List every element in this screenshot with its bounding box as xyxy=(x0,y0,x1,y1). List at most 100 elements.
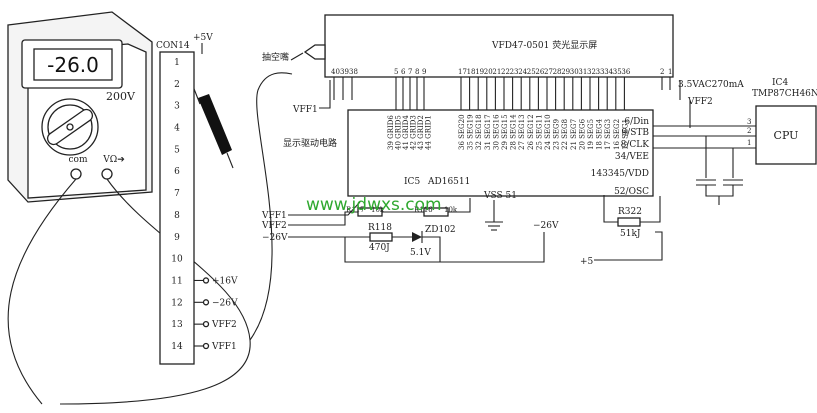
con14-name: CON14 xyxy=(156,41,190,51)
con14-pin-number: 9 xyxy=(174,233,180,243)
rail-neg26-label: −26V xyxy=(533,221,559,231)
ic5-seg-output: 18 SEG4 xyxy=(596,118,604,150)
con14-pin-number: 6 xyxy=(174,167,180,177)
con14-pin-label: VFF1 xyxy=(211,342,237,352)
com-label: com xyxy=(69,155,88,165)
con14-pin-label: VFF2 xyxy=(211,320,237,330)
ic5-body xyxy=(347,109,654,197)
com-lead xyxy=(7,178,77,405)
vfd-pin-number: 38 xyxy=(349,68,358,76)
ic5-seg-output: 36 SEG20 xyxy=(458,114,466,150)
con14-pin-number: 5 xyxy=(174,145,180,155)
cpu-body xyxy=(755,105,817,165)
vfd-seg-pin-number: 17 xyxy=(458,68,467,76)
v-ohm-label: VΩ➔ xyxy=(102,155,125,165)
ic5-seg-output: 25 SEG11 xyxy=(535,114,543,150)
com-jack[interactable] xyxy=(70,168,82,180)
ic5-grid-output: 43 GRID2 xyxy=(417,115,425,150)
ic5-seg-output: 23 SEG9 xyxy=(553,119,561,150)
vfd-seg-pin-number: 28 xyxy=(553,68,562,76)
vfd-exhaust-tip xyxy=(303,44,326,60)
ic5-seg-output: 35 SEG19 xyxy=(467,114,475,150)
watermark: www.jdwxs.com xyxy=(306,195,442,215)
vfd-seg-pin-number: 29 xyxy=(561,68,570,76)
cpu-ic4: IC4 TMP87CH46N CPU 3 2 1 xyxy=(653,78,817,205)
r118-resistor xyxy=(369,232,393,242)
vfd-grid-pin-number: 8 xyxy=(415,68,419,76)
con14-pin-number: 7 xyxy=(174,189,180,199)
ic5-seg-output: 17 SEG3 xyxy=(604,119,612,150)
ic5-grid-output: 40 GRID5 xyxy=(395,115,403,150)
ic5-seg-output: 21 SEG7 xyxy=(570,119,578,150)
vfd-pin-number: 40 xyxy=(331,68,340,76)
con14-pin-terminal[interactable] xyxy=(202,299,210,306)
vfd-seg-pin-number: 20 xyxy=(484,68,493,76)
ic5-seg-output: 20 SEG6 xyxy=(578,118,586,150)
vfd-seg-pin-number: 19 xyxy=(475,68,484,76)
ic5-seg-output: 26 SEG12 xyxy=(527,114,535,150)
rail-neg26-left: −26V xyxy=(262,233,288,243)
vfd-seg-pin-number: 25 xyxy=(527,68,536,76)
vfd-seg-pin-number: 21 xyxy=(492,68,501,76)
r118-label: R118 xyxy=(368,223,392,233)
heater-label: 3.5VAC270mA xyxy=(678,80,744,90)
r322-value: 51kJ xyxy=(620,229,641,239)
cpu-pin-3: 3 xyxy=(747,118,751,126)
con14-pin-number: 4 xyxy=(174,124,180,134)
vfd-seg-pin-number: 34 xyxy=(604,68,613,76)
zener-label: ZD102 xyxy=(425,225,456,235)
plus5-label: +5 xyxy=(580,257,594,267)
vfd-grid-pin-number: 7 xyxy=(408,68,412,76)
ic4-part: TMP87CH46N xyxy=(752,89,817,99)
con14-pin-number: 13 xyxy=(171,320,183,330)
ic5-seg-output: 32 SEG18 xyxy=(475,114,483,150)
v-ohm-jack[interactable] xyxy=(101,168,113,180)
ic5-pin-label: 8/CLK xyxy=(621,140,650,150)
vfd-seg-pin-number: 33 xyxy=(596,68,605,76)
ic5-part: AD16511 xyxy=(427,177,470,187)
vfd-seg-pin-number: 36 xyxy=(621,68,630,76)
con14-connector: CON14 +5V 1234567891011121314+16V−26VVFF… xyxy=(156,33,238,365)
rail-vff2-label: VFF2 xyxy=(261,221,287,231)
vfd-seg-pin-number: 26 xyxy=(535,68,544,76)
vfd-seg-pin-number: 23 xyxy=(510,68,519,76)
con14-pin-terminal[interactable] xyxy=(202,277,210,284)
vfd-seg-pin-number: 22 xyxy=(501,68,510,76)
ic5-seg-output: 27 SEG13 xyxy=(518,114,526,150)
ic5-grid-output: 44 GRID1 xyxy=(425,115,433,150)
r116-value: 10k xyxy=(444,206,458,214)
ic5-vss: VSS 51 xyxy=(483,191,517,201)
cpu-pin-1: 1 xyxy=(747,139,751,147)
zener-value: 5.1V xyxy=(410,248,431,258)
osc-network: R322 51kJ +5 xyxy=(580,195,663,267)
rail-vff1-label: VFF1 xyxy=(261,211,287,221)
vfd-seg-pin-number: 31 xyxy=(578,68,587,76)
vfd-pin-number: 2 xyxy=(660,68,664,76)
vfd-grid-pin-number: 6 xyxy=(401,68,406,76)
vfd-label: VFD47-0501 荧光显示屏 xyxy=(491,39,597,51)
ic5-name: IC5 xyxy=(404,177,420,187)
con14-pin-number: 2 xyxy=(174,80,180,90)
vfd-grid-pin-number: 9 xyxy=(422,68,426,76)
vfd-seg-pin-number: 30 xyxy=(570,68,579,76)
vfd-pin-number: 39 xyxy=(340,68,349,76)
r116-label: R116 xyxy=(414,206,433,214)
con14-pin-terminal[interactable] xyxy=(202,321,210,328)
lcd-reading: -26.0 xyxy=(47,53,99,77)
ic5-grid-output: 41 GRID4 xyxy=(402,115,410,150)
lcd-display xyxy=(33,48,113,81)
ic5-seg-output: 30 SEG16 xyxy=(492,114,500,150)
ic5-grid-output: 39 GRID6 xyxy=(387,115,395,150)
vfd-seg-pin-number: 35 xyxy=(613,68,622,76)
con14-pin-terminal[interactable] xyxy=(202,342,210,350)
ic5-pin-label: 6/Din xyxy=(624,117,649,127)
ic5-pin-label: 34/VEE xyxy=(615,152,649,162)
con14-pin-number: 8 xyxy=(174,211,180,221)
con14-pin-number: 10 xyxy=(171,255,183,265)
vff1-label: VFF1 xyxy=(292,105,318,115)
vfd-pin-number: 1 xyxy=(668,68,672,76)
ic5-seg-output: 16 SEG2 xyxy=(613,119,621,150)
